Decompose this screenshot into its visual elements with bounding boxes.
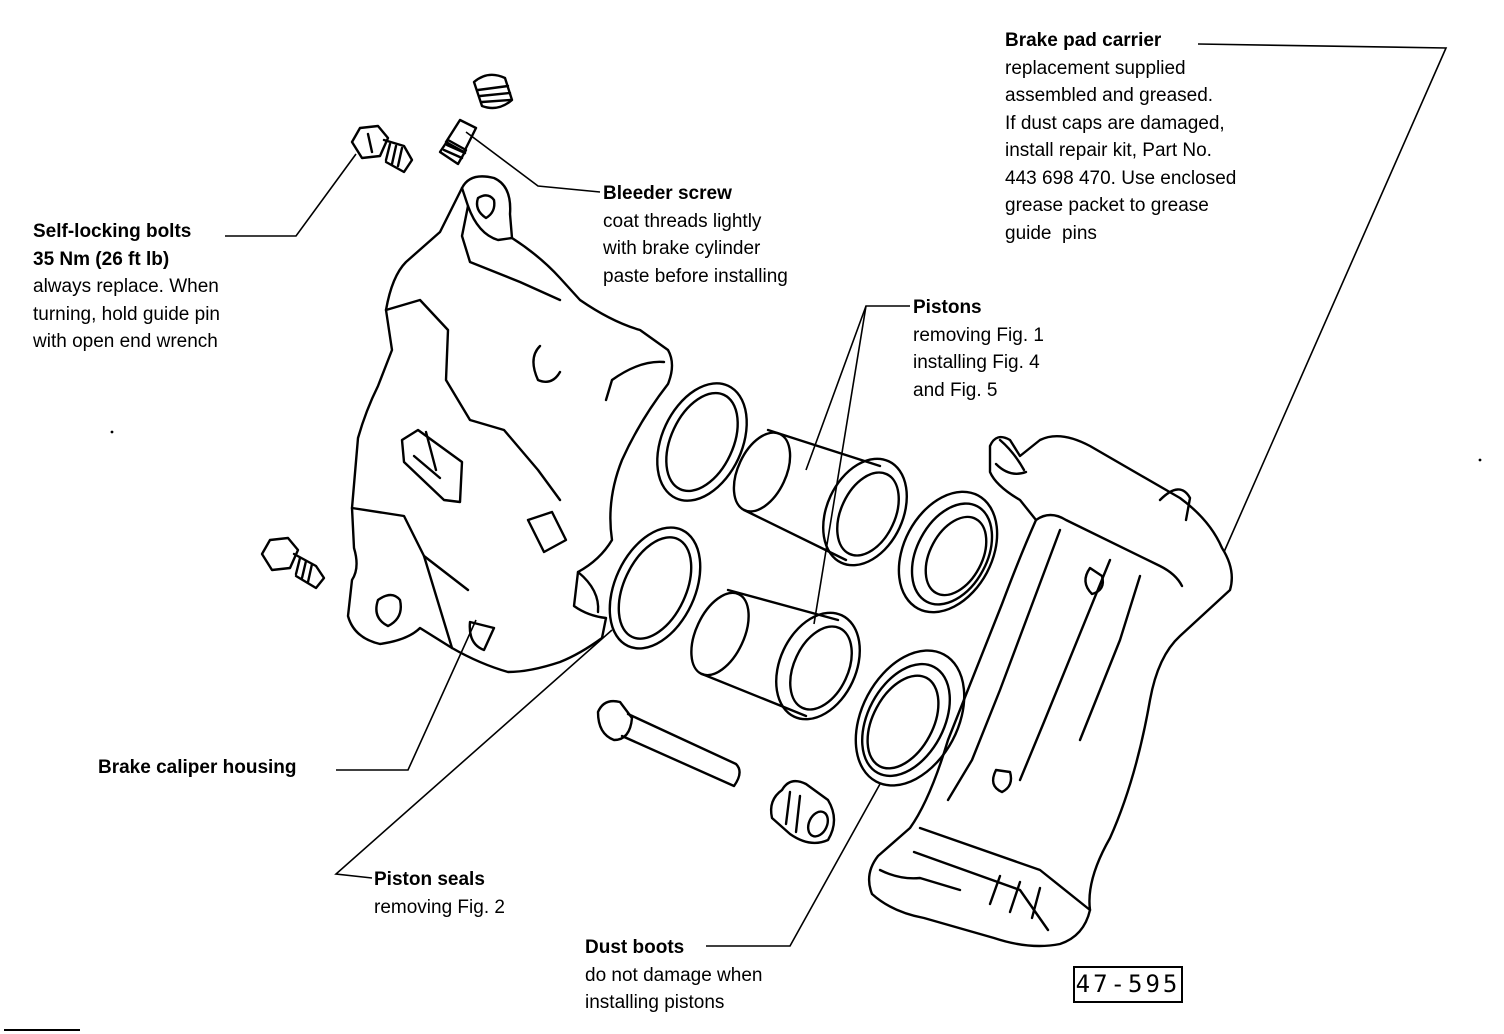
callout-line: with open end wrench: [33, 331, 218, 352]
leader-brake-caliper-housing: [336, 619, 477, 771]
upper-piston-seal: [656, 382, 748, 502]
callout-pistons: Pistons removing Fig. 1 installing Fig. …: [913, 294, 1044, 404]
callout-bleeder-screw: Bleeder screw coat threads lightly with …: [603, 180, 788, 290]
lower-piston: [690, 588, 861, 721]
upper-dust-boot: [897, 490, 999, 614]
callout-line: paste before installing: [603, 265, 788, 287]
callout-brake-pad-carrier: Brake pad carrier replacement supplied a…: [1005, 27, 1236, 247]
leader-dust-boots: [706, 783, 881, 947]
callout-line: always replace. When: [33, 276, 219, 297]
callout-line: installing Fig. 4: [913, 352, 1040, 373]
callout-line: install repair kit, Part No.: [1005, 140, 1212, 161]
callout-title: Self-locking bolts: [33, 221, 192, 242]
callout-line: assembled and greased.: [1005, 85, 1214, 106]
lower-piston-seal: [608, 526, 702, 650]
callout-line: coat threads lightly: [603, 210, 762, 232]
callout-title: Pistons: [913, 297, 982, 318]
upper-piston: [732, 428, 908, 567]
callout-line: guide pins: [1005, 222, 1097, 244]
callout-title: Brake pad carrier: [1005, 30, 1162, 51]
callout-brake-caliper-housing: Brake caliper housing: [98, 754, 297, 782]
guide-pin-dust-cap: [769, 779, 836, 845]
leader-pistons-lower: [813, 305, 867, 625]
callout-line: turning, hold guide pin: [33, 303, 220, 325]
callout-line: with brake cylinder: [603, 238, 761, 259]
brake-pad-carrier: [867, 434, 1233, 948]
callout-title: Bleeder screw: [603, 183, 732, 204]
callout-piston-seals: Piston seals removing Fig. 2: [374, 866, 505, 921]
leader-brake-pad-carrier: [1197, 43, 1448, 553]
leader-self-locking-bolts: [225, 153, 357, 237]
callout-line: installing pistons: [585, 992, 725, 1013]
upper-self-locking-bolt: [350, 124, 414, 174]
callout-line: 443 698 470. Use enclosed: [1005, 167, 1237, 189]
leader-pistons-upper: [805, 305, 910, 471]
callout-title: Dust boots: [585, 937, 685, 958]
callout-line: grease packet to grease: [1005, 195, 1209, 216]
callout-line: 35 Nm (26 ft lb): [33, 248, 170, 270]
callout-line: If dust caps are damaged,: [1005, 112, 1225, 134]
lower-self-locking-bolt: [260, 536, 326, 590]
callout-title: Brake caliper housing: [98, 757, 297, 778]
bleeder-screw: [438, 118, 478, 166]
bleeder-cap: [472, 73, 514, 110]
callout-title: Piston seals: [374, 869, 485, 890]
leader-bleeder-screw: [465, 131, 601, 193]
lower-dust-boot: [854, 649, 966, 787]
leader-piston-seals: [334, 629, 613, 879]
guide-pin: [596, 699, 741, 788]
callout-line: removing Fig. 1: [913, 324, 1044, 346]
figure-number-box: 47-595: [1073, 966, 1183, 1003]
callout-dust-boots: Dust boots do not damage when installing…: [585, 934, 762, 1017]
callout-line: removing Fig. 2: [374, 896, 505, 918]
callout-line: replacement supplied: [1005, 57, 1186, 79]
brake-caliper-housing: [346, 175, 674, 674]
callout-line: do not damage when: [585, 964, 763, 986]
callout-line: and Fig. 5: [913, 379, 998, 401]
callout-self-locking-bolts: Self-locking bolts 35 Nm (26 ft lb) alwa…: [33, 218, 220, 356]
